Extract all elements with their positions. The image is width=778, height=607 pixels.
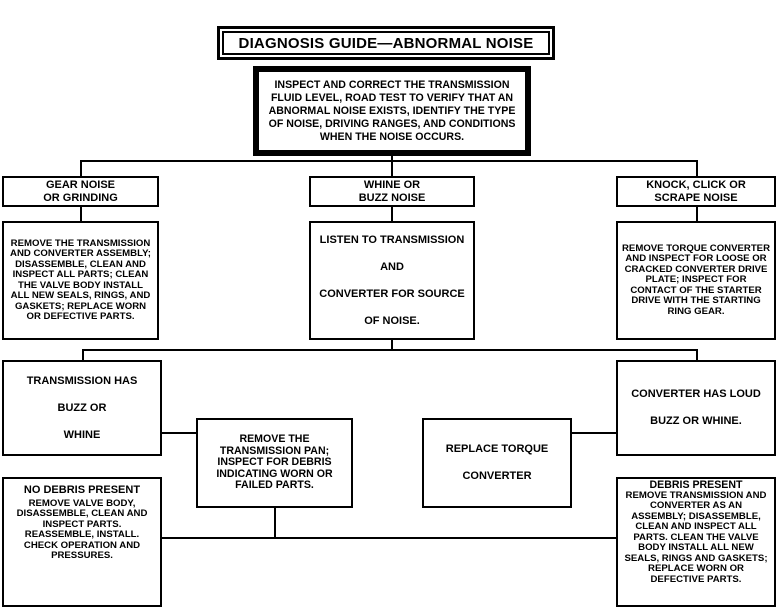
replace-converter-line1: REPLACE TORQUE [445, 443, 549, 455]
knock-noise-action-text: REMOVE TORQUE CONVERTER AND INSPECT FOR … [622, 242, 771, 317]
whine-noise-header: WHINE OR BUZZ NOISE [309, 176, 475, 207]
knock-noise-header-line2: SCRAPE NOISE [654, 191, 738, 204]
remove-pan-box: REMOVE THE TRANSMISSION PAN; INSPECT FOR… [196, 418, 353, 508]
connector-pan-down [274, 508, 276, 539]
connector-trans-to-pan [162, 432, 196, 434]
inspect-step-text: INSPECT AND CORRECT THE TRANSMISSION FLU… [268, 78, 516, 143]
debris-box: DEBRIS PRESENT REMOVE TRANSMISSION AND C… [616, 477, 776, 607]
whine-action-line4: OF NOISE. [364, 314, 420, 327]
whine-action-line3: CONVERTER FOR SOURCE [319, 287, 465, 300]
connector-whine-to-action [391, 207, 393, 221]
whine-noise-header-line1: WHINE OR [363, 178, 421, 191]
whine-noise-action-box: LISTEN TO TRANSMISSION AND CONVERTER FOR… [309, 221, 475, 340]
converter-buzz-box: CONVERTER HAS LOUD BUZZ OR WHINE. [616, 360, 776, 456]
gear-noise-header-line2: OR GRINDING [43, 191, 118, 204]
connector-conv-drop [696, 349, 698, 361]
replace-converter-line2: CONVERTER [462, 470, 532, 482]
connector-whine-drop [391, 160, 393, 177]
transmission-buzz-box: TRANSMISSION HAS BUZZ OR WHINE [2, 360, 162, 456]
no-debris-action: REMOVE VALVE BODY, DISASSEMBLE, CLEAN AN… [16, 497, 148, 561]
connector-inspect-down [391, 156, 393, 161]
whine-action-line2: AND [380, 260, 404, 273]
no-debris-box: NO DEBRIS PRESENT REMOVE VALVE BODY, DIS… [2, 477, 162, 607]
connector-knock-drop [696, 160, 698, 177]
connector-knock-to-action [696, 207, 698, 221]
gear-noise-action-box: REMOVE THE TRANSMISSION AND CONVERTER AS… [2, 221, 159, 340]
transmission-buzz-line1: TRANSMISSION HAS [26, 374, 138, 387]
no-debris-title: NO DEBRIS PRESENT [23, 484, 141, 496]
debris-action: REMOVE TRANSMISSION AND CONVERTER AS AN … [624, 489, 768, 585]
whine-action-line1: LISTEN TO TRANSMISSION [319, 233, 465, 246]
gear-noise-action-text: REMOVE THE TRANSMISSION AND CONVERTER AS… [10, 237, 151, 322]
converter-buzz-line1: CONVERTER HAS LOUD [631, 388, 761, 400]
gear-noise-header-line1: GEAR NOISE [45, 178, 116, 191]
connector-bottom-horizontal [160, 537, 618, 539]
converter-buzz-line2: BUZZ OR WHINE. [650, 415, 742, 427]
connector-gear-to-action [80, 207, 82, 221]
transmission-buzz-line3: WHINE [63, 428, 101, 441]
connector-trans-drop [82, 349, 84, 361]
gear-noise-header: GEAR NOISE OR GRINDING [2, 176, 159, 207]
connector-gear-drop [80, 160, 82, 177]
remove-pan-text: REMOVE THE TRANSMISSION PAN; INSPECT FOR… [216, 433, 333, 492]
connector-conv-to-replace [572, 432, 616, 434]
knock-noise-header: KNOCK, CLICK OR SCRAPE NOISE [616, 176, 776, 207]
inspect-step-box: INSPECT AND CORRECT THE TRANSMISSION FLU… [253, 66, 531, 156]
whine-noise-header-line2: BUZZ NOISE [358, 191, 426, 204]
connector-listen-down [391, 340, 393, 350]
knock-noise-action-box: REMOVE TORQUE CONVERTER AND INSPECT FOR … [616, 221, 776, 340]
connector-mid-horizontal [82, 349, 696, 351]
knock-noise-header-line1: KNOCK, CLICK OR [646, 178, 746, 191]
debris-title: DEBRIS PRESENT [649, 479, 743, 491]
transmission-buzz-line2: BUZZ OR [57, 401, 107, 414]
connector-top-horizontal [80, 160, 698, 162]
replace-converter-box: REPLACE TORQUE CONVERTER [422, 418, 572, 508]
page-title-text: DIAGNOSIS GUIDE—ABNORMAL NOISE [238, 34, 534, 52]
page-title: DIAGNOSIS GUIDE—ABNORMAL NOISE [217, 26, 555, 60]
